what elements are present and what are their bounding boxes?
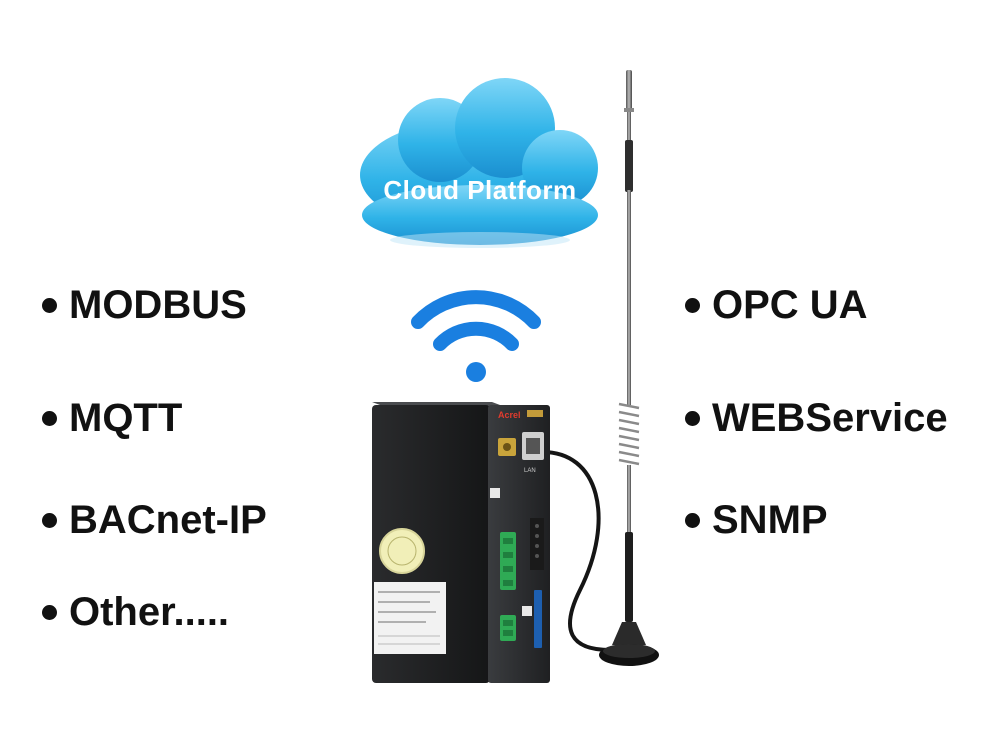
cloud-platform-label: Cloud Platform (383, 175, 577, 205)
protocol-label: MODBUS (69, 283, 247, 327)
svg-text:LAN: LAN (524, 468, 536, 474)
antenna-cable (539, 449, 611, 652)
protocol-item-modbus: MODBUS (42, 285, 247, 325)
protocol-item-other: Other..... (42, 592, 229, 632)
protocol-label: BACnet-IP (69, 498, 267, 542)
protocol-label: WEBService (712, 396, 948, 440)
bullet-icon (42, 410, 57, 426)
protocol-label: Other..... (69, 590, 230, 634)
protocol-label: OPC UA (712, 283, 868, 327)
protocol-item-webservice: WEBService (685, 398, 948, 438)
bullet-icon (685, 410, 700, 426)
protocol-label: SNMP (712, 498, 828, 542)
gateway-device: Acrel LAN (372, 402, 550, 683)
bullet-icon (42, 297, 57, 313)
protocol-item-opcua: OPC UA (685, 285, 868, 325)
bullet-icon (685, 512, 700, 528)
bullet-icon (42, 512, 57, 528)
protocol-item-bacnet: BACnet-IP (42, 500, 267, 540)
protocol-item-snmp: SNMP (685, 500, 828, 540)
cloud-icon (360, 78, 598, 248)
svg-text:Acrel: Acrel (498, 410, 521, 420)
wifi-icon (411, 290, 541, 382)
bullet-icon (42, 604, 57, 620)
protocol-label: MQTT (69, 396, 183, 440)
protocol-item-mqtt: MQTT (42, 398, 182, 438)
antenna-icon (599, 70, 659, 666)
bullet-icon (685, 297, 700, 313)
